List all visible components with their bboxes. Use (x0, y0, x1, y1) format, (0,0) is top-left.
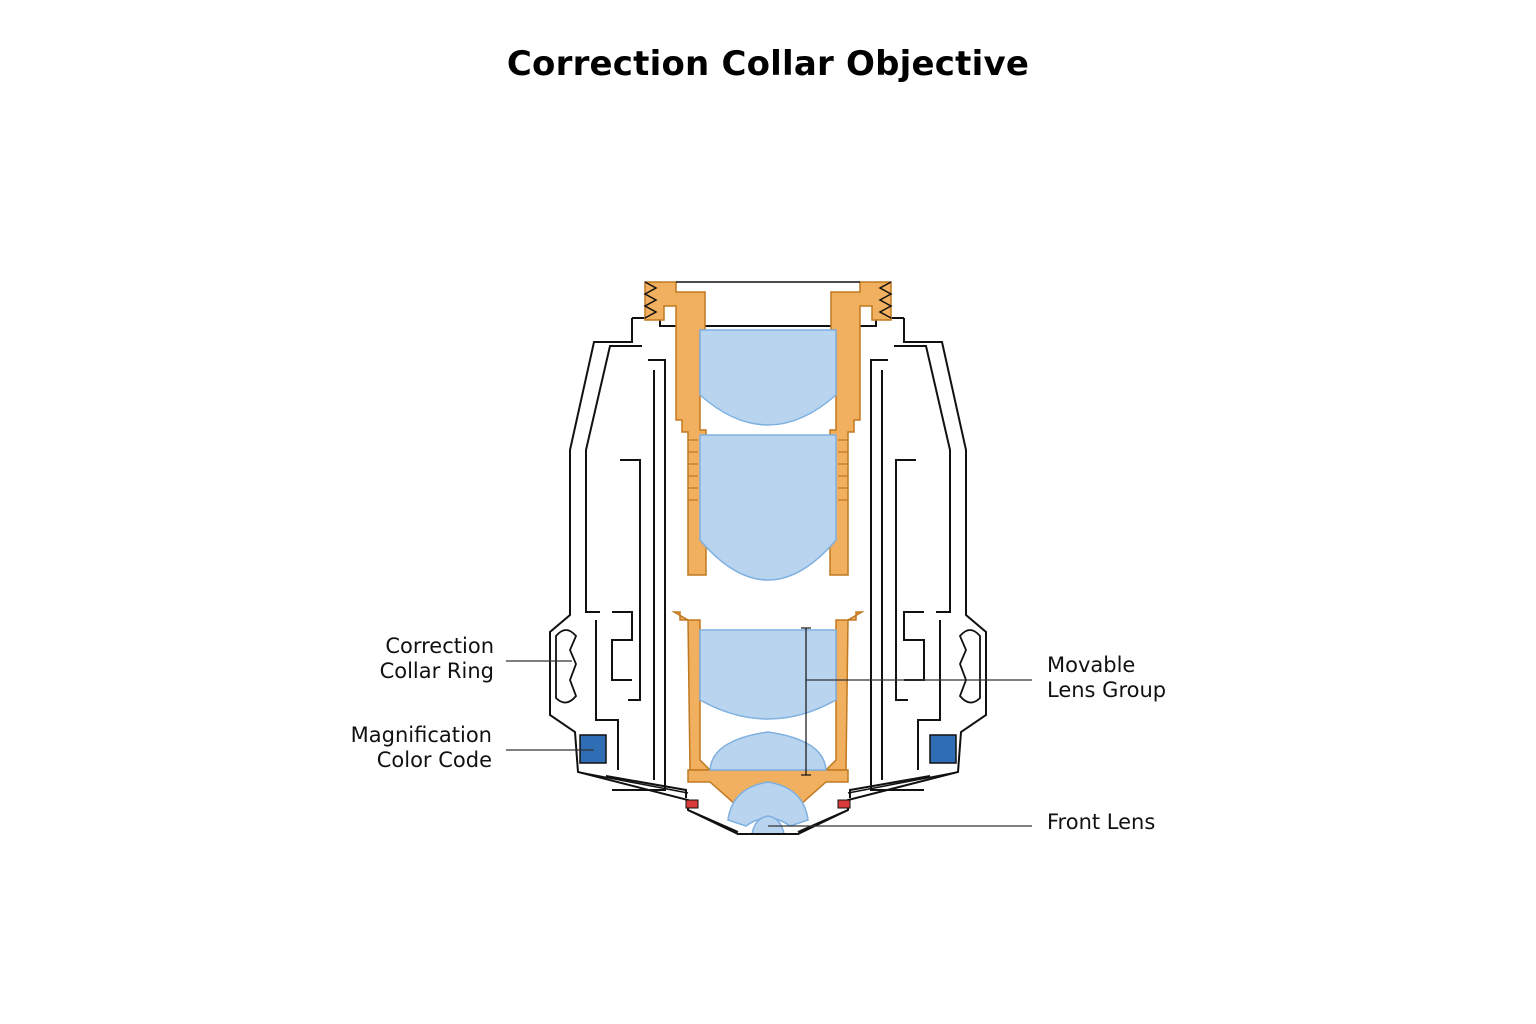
label-magnification-color-code: Magnification Color Code (300, 723, 492, 773)
diagram-title: Correction Collar Objective (506, 44, 1030, 84)
movable-lens-element (699, 629, 837, 771)
label-front-lens: Front Lens (1047, 810, 1207, 835)
mounting-thread (643, 281, 893, 319)
label-line: Color Code (376, 748, 492, 772)
label-correction-collar-ring: Correction Collar Ring (330, 634, 494, 684)
label-line: Lens Group (1047, 678, 1167, 702)
travel-indicator (801, 627, 811, 776)
leader-lines (506, 660, 1032, 827)
upper-lens-barrel (644, 281, 892, 576)
upper-lens-element (699, 329, 837, 581)
barrel-comb-teeth (688, 439, 848, 501)
label-line: Front Lens (1047, 810, 1156, 834)
magnification-color-code-band (579, 734, 957, 764)
label-line: Collar Ring (379, 659, 494, 683)
nose-outline (687, 809, 849, 835)
label-line: Magnification (350, 723, 492, 747)
correction-collar-ring (555, 629, 981, 704)
label-line: Movable (1047, 653, 1136, 677)
label-line: Correction (385, 634, 494, 658)
label-movable-lens-group: Movable Lens Group (1047, 653, 1227, 703)
front-lens (727, 781, 809, 835)
nose-seal (685, 799, 851, 809)
